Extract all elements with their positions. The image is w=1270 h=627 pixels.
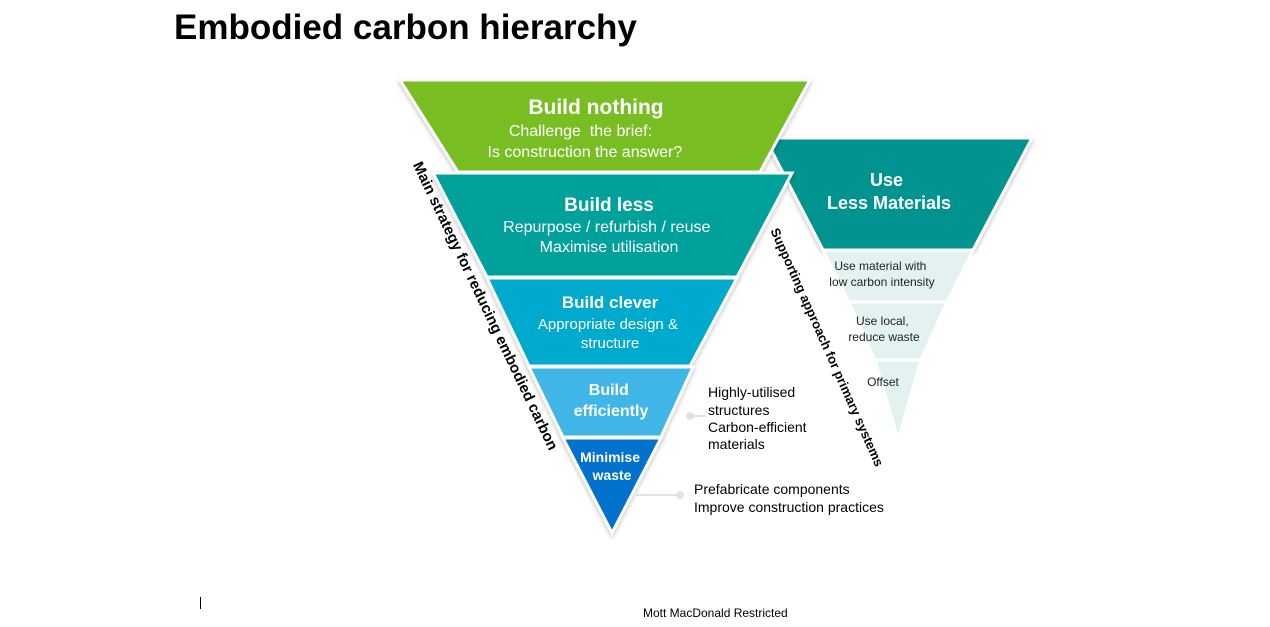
main-hierarchy: Build nothing Challenge the brief: Is co… (0, 0, 813, 537)
minimise-waste-heading: Minimise waste (580, 449, 644, 483)
build-efficiently-band (526, 365, 696, 439)
text-cursor-mark (200, 597, 201, 609)
build-nothing-heading: Build nothing (528, 96, 663, 119)
callout-connectors (636, 412, 706, 499)
waste-callout: Prefabricate components Improve construc… (694, 481, 884, 515)
low-carbon-intensity-text: Use material with low carbon intensity (829, 259, 934, 289)
build-efficiently-heading: Build efficiently (574, 382, 649, 420)
offset-band (873, 358, 923, 446)
use-local-text: Use local, reduce waste (848, 314, 920, 344)
use-less-materials-heading: Use Less Materials (827, 170, 951, 213)
build-clever-text: Appropriate design & structure (538, 316, 682, 352)
classification-footer: Mott MacDonald Restricted (643, 606, 788, 620)
build-clever-heading: Build clever (562, 293, 659, 312)
page-title: Embodied carbon hierarchy (174, 8, 637, 47)
efficiency-callout: Highly-utilised structures Carbon-effici… (708, 384, 810, 452)
supporting-hierarchy: Use Less Materials Use material with low… (762, 136, 1035, 446)
build-nothing-text: Challenge the brief: Is construction the… (0, 0, 705, 161)
build-less-heading: Build less (564, 195, 654, 216)
offset-text: Offset (867, 375, 899, 389)
minimise-waste-band (560, 436, 664, 537)
build-less-text: Repurpose / refurbish / reuse Maximise u… (503, 219, 715, 256)
